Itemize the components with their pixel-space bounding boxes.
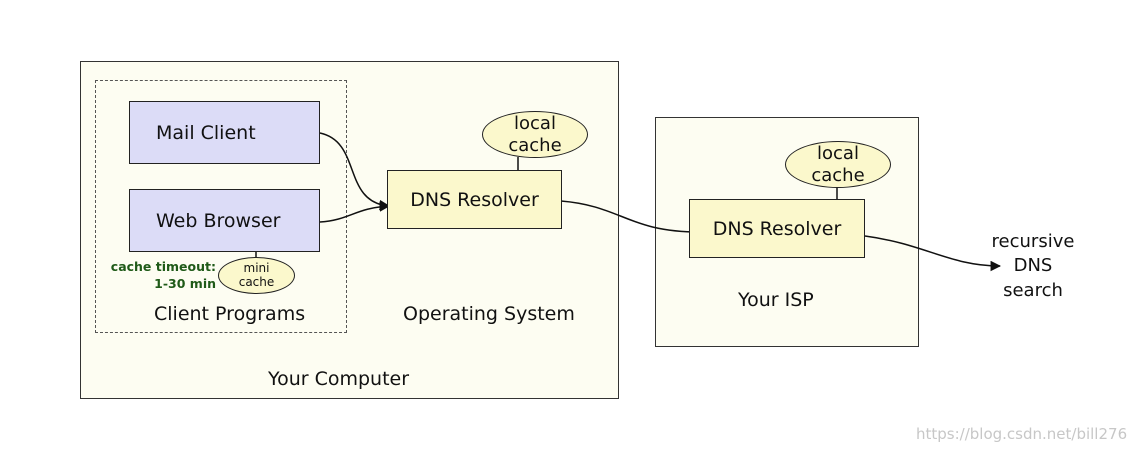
mail-client-label: Mail Client xyxy=(156,121,256,144)
isp-local-cache-ellipse: local cache xyxy=(785,141,891,188)
os-local-cache-ellipse: local cache xyxy=(482,111,588,158)
recursive-line3: search xyxy=(1003,279,1063,301)
client-programs-group xyxy=(95,80,347,333)
watermark-url: https://blog.csdn.net/bill2766 xyxy=(916,425,1128,443)
mini-cache-line1: mini xyxy=(243,260,270,275)
mail-client-box: Mail Client xyxy=(129,101,320,164)
arrow-os-to-isp-resolver xyxy=(560,200,702,238)
os-dns-resolver-box: DNS Resolver xyxy=(387,170,562,229)
arrow-browser-to-os-resolver xyxy=(319,201,391,223)
mini-cache-ellipse: mini cache xyxy=(218,257,295,294)
recursive-line2: DNS xyxy=(1013,255,1053,277)
isp-dns-resolver-box: DNS Resolver xyxy=(689,199,865,258)
isp-local-cache-line2: cache xyxy=(811,164,865,186)
client-programs-label: Client Programs xyxy=(154,303,306,325)
cache-timeout-line2: 1-30 min xyxy=(154,275,216,291)
isp-local-cache-line1: local xyxy=(817,142,859,164)
web-browser-label: Web Browser xyxy=(156,209,281,232)
web-browser-box: Web Browser xyxy=(129,189,320,252)
os-dns-resolver-label: DNS Resolver xyxy=(410,188,539,211)
arrow-mail-to-os-resolver xyxy=(319,132,391,211)
operating-system-label: Operating System xyxy=(403,303,575,325)
recursive-dns-search-text: recursive DNS search xyxy=(978,230,1088,303)
arrow-isp-to-recursive-search xyxy=(864,235,1002,272)
os-local-cache-line1: local xyxy=(514,112,556,134)
os-local-cache-line2: cache xyxy=(508,134,562,156)
cache-timeout-line1: cache timeout: xyxy=(110,259,216,274)
your-computer-label: Your Computer xyxy=(268,368,410,390)
mini-cache-line2: cache xyxy=(238,274,275,289)
recursive-line1: recursive xyxy=(991,231,1075,252)
isp-dns-resolver-label: DNS Resolver xyxy=(712,217,842,240)
cache-timeout-note: cache timeout: 1-30 min xyxy=(110,259,216,293)
your-isp-label: Your ISP xyxy=(738,289,814,311)
